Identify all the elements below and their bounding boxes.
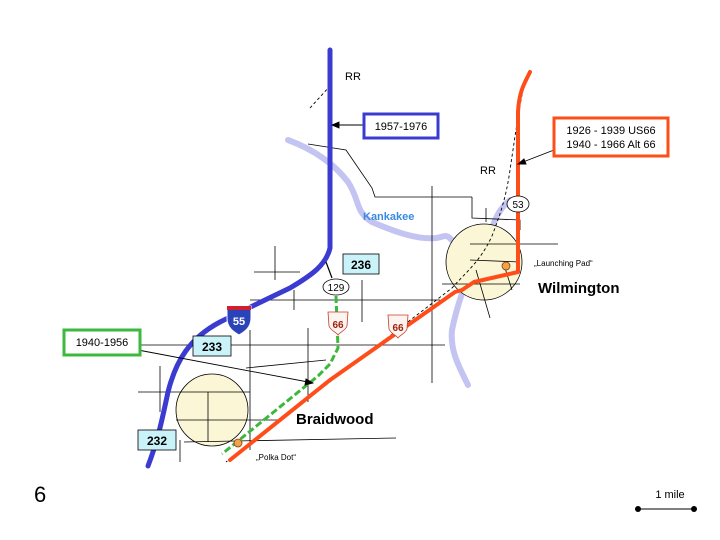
route-53-shield: 53 [506, 195, 530, 213]
braidwood-label: Braidwood [296, 411, 374, 428]
slide-number: 6 [34, 482, 47, 507]
us66-shield-right: 66 [387, 314, 409, 339]
callout-arrows [137, 121, 555, 386]
svg-text:232: 232 [147, 434, 167, 448]
callout-i55-years: 1957-1976 [362, 112, 440, 140]
svg-text:55: 55 [233, 316, 245, 328]
polka-dot-marker [233, 438, 243, 448]
svg-text:129: 129 [328, 283, 345, 294]
launching-pad-label: „Launching Pad“ [534, 259, 593, 268]
river-label: Kankakee [363, 211, 414, 223]
i55-route [145, 47, 333, 469]
svg-text:66: 66 [392, 323, 404, 334]
wilmington-area [445, 223, 523, 301]
exit-236-box: 236 [342, 253, 380, 275]
svg-text:1926 - 1939 US66: 1926 - 1939 US66 [566, 125, 655, 137]
svg-text:1940-1956: 1940-1956 [76, 337, 129, 349]
svg-text:66: 66 [332, 320, 344, 331]
scale-bar: 1 mile [635, 489, 697, 512]
svg-text:233: 233 [202, 340, 222, 354]
rr-label-north: RR [345, 71, 361, 83]
local-roads [100, 143, 558, 462]
svg-text:1957-1976: 1957-1976 [375, 121, 428, 133]
rr-label-east: RR [480, 165, 496, 177]
svg-text:1 mile: 1 mile [655, 489, 684, 501]
launching-pad-marker [501, 261, 511, 271]
alt66-route [228, 70, 532, 462]
polka-dot-label: „Polka Dot“ [256, 453, 296, 462]
braidwood-area [175, 373, 249, 447]
callout-green-years: 1940-1956 [62, 328, 142, 357]
interstate-55-shield: 55 [226, 305, 252, 336]
svg-text:1940 - 1966 Alt 66: 1940 - 1966 Alt 66 [566, 139, 655, 151]
wilmington-label: Wilmington [538, 280, 620, 297]
i55-interchange [325, 261, 333, 279]
exit-232-box: 232 [137, 429, 177, 451]
route-129-shield: 129 [322, 278, 350, 296]
svg-text:236: 236 [351, 258, 371, 272]
us66-shield-left: 66 [327, 311, 349, 336]
exit-233-box: 233 [192, 335, 232, 357]
svg-text:53: 53 [512, 200, 524, 211]
callout-alt66-years: 1926 - 1939 US66 1940 - 1966 Alt 66 [552, 116, 670, 158]
